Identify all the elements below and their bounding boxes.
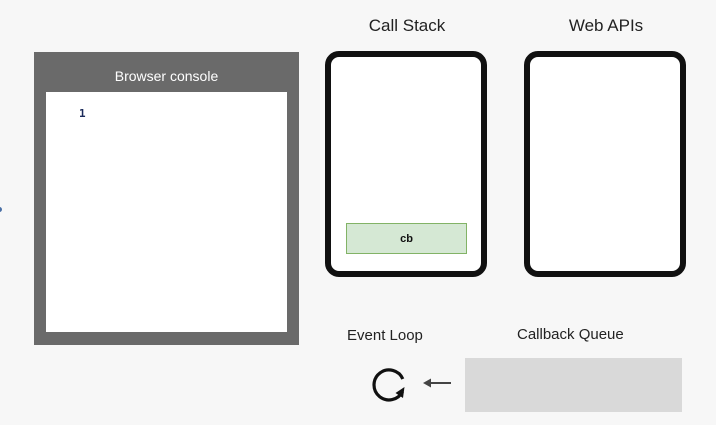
edge-marker — [0, 207, 2, 212]
console-output: 1 — [46, 92, 287, 332]
web-apis-title: Web APIs — [568, 16, 644, 35]
console-output-line: 1 — [79, 107, 86, 120]
console-title: Browser console — [114, 68, 219, 84]
callback-queue-label: Callback Queue — [517, 326, 624, 343]
callback-queue — [465, 358, 682, 412]
call-stack-panel: cb — [325, 51, 487, 277]
arrow-left-icon — [423, 378, 451, 388]
browser-console: Browser console 1 — [34, 52, 299, 345]
call-stack-title: Call Stack — [368, 16, 446, 35]
call-stack-frame: cb — [346, 223, 467, 254]
web-apis-panel — [524, 51, 686, 277]
event-loop-label: Event Loop — [347, 327, 423, 344]
loop-arrow-icon — [372, 368, 405, 402]
